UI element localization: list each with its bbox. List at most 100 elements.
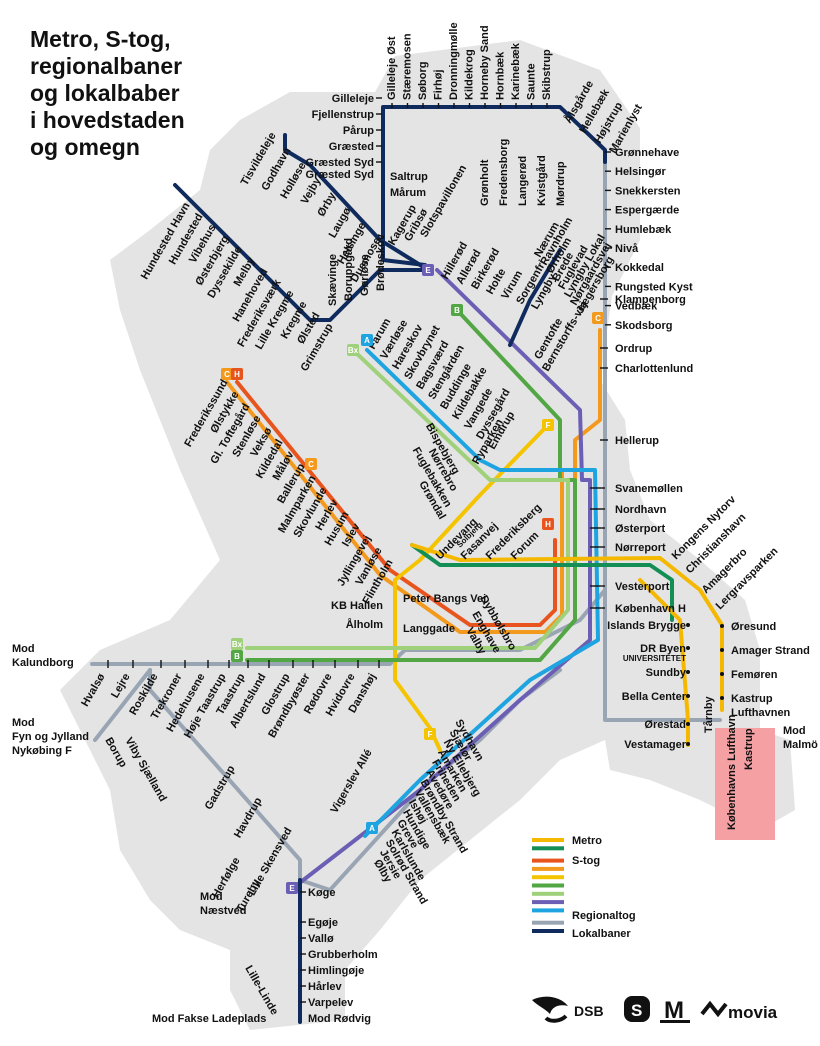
lokal-line-gribskov (381, 110, 427, 267)
line-badge-e: E (422, 264, 434, 276)
metro-logo: M (660, 996, 690, 1024)
stog-line-bx (245, 348, 570, 650)
stog-line-a (363, 348, 600, 838)
title-line: Metro, S-tog, (30, 26, 171, 52)
station-label-stations-m2-amager-4: Lufthavnen (731, 707, 791, 719)
station-dot (686, 623, 690, 627)
station-label-stations-gribskov-left-4: Græsted Syd (306, 169, 374, 181)
dsb-logo: DSB (532, 996, 604, 1023)
station-label-stations-klampenborg-line-0: Klampenborg (615, 294, 686, 306)
airport-block (715, 728, 775, 840)
destination-kalundborg: Kalundborg (12, 657, 74, 669)
svg-text:Bx: Bx (232, 640, 243, 649)
station-label-stations-koge-south-6: Himlingøje (308, 965, 364, 977)
stog-line-b (245, 308, 577, 662)
station-dot (686, 694, 690, 698)
station-dot (686, 646, 690, 650)
legend-swatch (532, 875, 564, 880)
station-label-stations-airport-1: Københavns Lufthavn (726, 714, 738, 830)
station-label-stations-m1-amager-5: Vestamager (624, 739, 686, 751)
station-label-stations-m1-amager-2: Sundby (646, 667, 687, 679)
station-label-stations-kystbanen-3: Espergærde (615, 205, 679, 217)
station-label-stations-airport-2: Kastrup (743, 728, 755, 770)
line-badge-f: F (542, 419, 554, 431)
legend-swatch (532, 920, 564, 925)
station-label-stations-kystbanen-9: Skodsborg (615, 320, 672, 332)
station-label-stations-gribskov-left-2: Pårup (343, 125, 374, 137)
line-badge-e: E (286, 882, 298, 894)
stog-line-c-west (225, 380, 564, 634)
legend-label-stog: S-tog (572, 855, 600, 867)
region-background (60, 40, 795, 1030)
svg-text:Bx: Bx (348, 346, 359, 355)
metro-logo-text: M (664, 997, 684, 1024)
station-label-stations-klampenborg-line-2: Charlottenlund (615, 363, 693, 375)
title-line: og lokalbaber (30, 80, 180, 106)
svg-text:A: A (369, 824, 375, 833)
station-label-stations-gribskov-left-1: Fjellenstrup (312, 109, 375, 121)
station-label-stations-gilleleje-branch-10: Skibstrup (541, 49, 553, 100)
station-label-stations-m2-amager-1: Amager Strand (731, 645, 810, 657)
station-label-stations-gilleleje-branch-0: Gilleleje Øst (386, 36, 398, 100)
svg-text:F: F (428, 730, 433, 739)
station-label-stations-kystbanen-4: Humlebæk (615, 224, 672, 236)
station-label-stations-hillerod-approach-2: Gørløse (359, 254, 371, 296)
station-label-stations-koge-south-7: Hårlev (308, 981, 343, 993)
dsb-logo-text: DSB (574, 1003, 604, 1019)
regional-line-coast (603, 448, 722, 722)
station-label-stations-city-3: Nørreport (615, 542, 666, 554)
stog-line-h (235, 380, 557, 627)
svg-text:B: B (454, 306, 460, 315)
movia-logo-text: movia (728, 1003, 778, 1022)
station-label-stations-nordbanen-top-3: Kvistgård (536, 155, 548, 206)
station-label-stations-kystbanen-6: Kokkedal (615, 262, 664, 274)
line-badge-bx: Bx (347, 344, 359, 356)
destination-malmo: Malmö (783, 739, 818, 751)
station-label-stations-koge-south-2: Køge (308, 887, 336, 899)
line-badge-f: F (424, 728, 436, 740)
line-badge-b: B (231, 650, 243, 662)
destination-rodvig: Mod Rødvig (308, 1013, 371, 1025)
legend-swatch (532, 858, 564, 863)
stog-logo-text: S (631, 1001, 642, 1020)
regional-line-fyn (93, 668, 152, 742)
line-badge-bx: Bx (231, 638, 243, 650)
destination-malmo: Mod (783, 725, 806, 737)
legend-swatch (532, 891, 564, 896)
operator-logos: DSB S M movia (530, 992, 800, 1028)
station-label-stations-f-line-south-1: Langgade (403, 623, 455, 635)
title-line: i hovedstaden (30, 107, 185, 133)
station-label-stations-gilleleje-branch-6: Horneby Sand (479, 25, 491, 100)
station-dot (720, 672, 724, 676)
station-label-stations-gilleleje-branch-5: Kildekrog (464, 49, 476, 100)
destination-kalundborg: Mod (12, 643, 35, 655)
line-badge-a: A (361, 334, 373, 346)
svg-text:B: B (234, 652, 240, 661)
metro-line-m1 (638, 578, 690, 747)
destination-fakse: Mod Fakse Ladeplads (152, 1013, 266, 1025)
station-label-stations-ringbanen-5: KB Hallen (331, 600, 383, 612)
rail-lines (90, 105, 775, 1024)
svg-text:A: A (364, 336, 370, 345)
station-dot (686, 742, 690, 746)
metro-line-m3 (410, 543, 674, 622)
station-label-stations-city-5: København H (615, 603, 686, 615)
title-line: og omegn (30, 134, 140, 160)
legend-label-metro: Metro (572, 835, 602, 847)
line-badge-c: C (305, 458, 317, 470)
station-label-stations-ringbanen-6: Ålholm (346, 618, 383, 631)
station-label-stations-klampenborg-line-1: Ordrup (615, 343, 653, 355)
station-label-stations-kystbanen-5: Nivå (615, 243, 639, 255)
svg-text:E: E (289, 884, 295, 893)
station-label-stations-klampenborg-line-3: Hellerup (615, 435, 659, 447)
station-label-stations-m1-amager-3: Bella Center (622, 691, 687, 703)
station-dot (720, 648, 724, 652)
station-label-stations-m1-amager-1: DR Byen (640, 643, 686, 655)
station-label-stations-gilleleje-branch-3: Firhøj (433, 69, 445, 100)
lokal-line-naerum (508, 248, 562, 347)
svg-text:H: H (234, 370, 240, 379)
station-label-stations-gilleleje-branch-9: Saunte (526, 63, 538, 100)
line-badge-c: C (592, 312, 604, 324)
lokal-line-gilleleje (381, 105, 607, 164)
